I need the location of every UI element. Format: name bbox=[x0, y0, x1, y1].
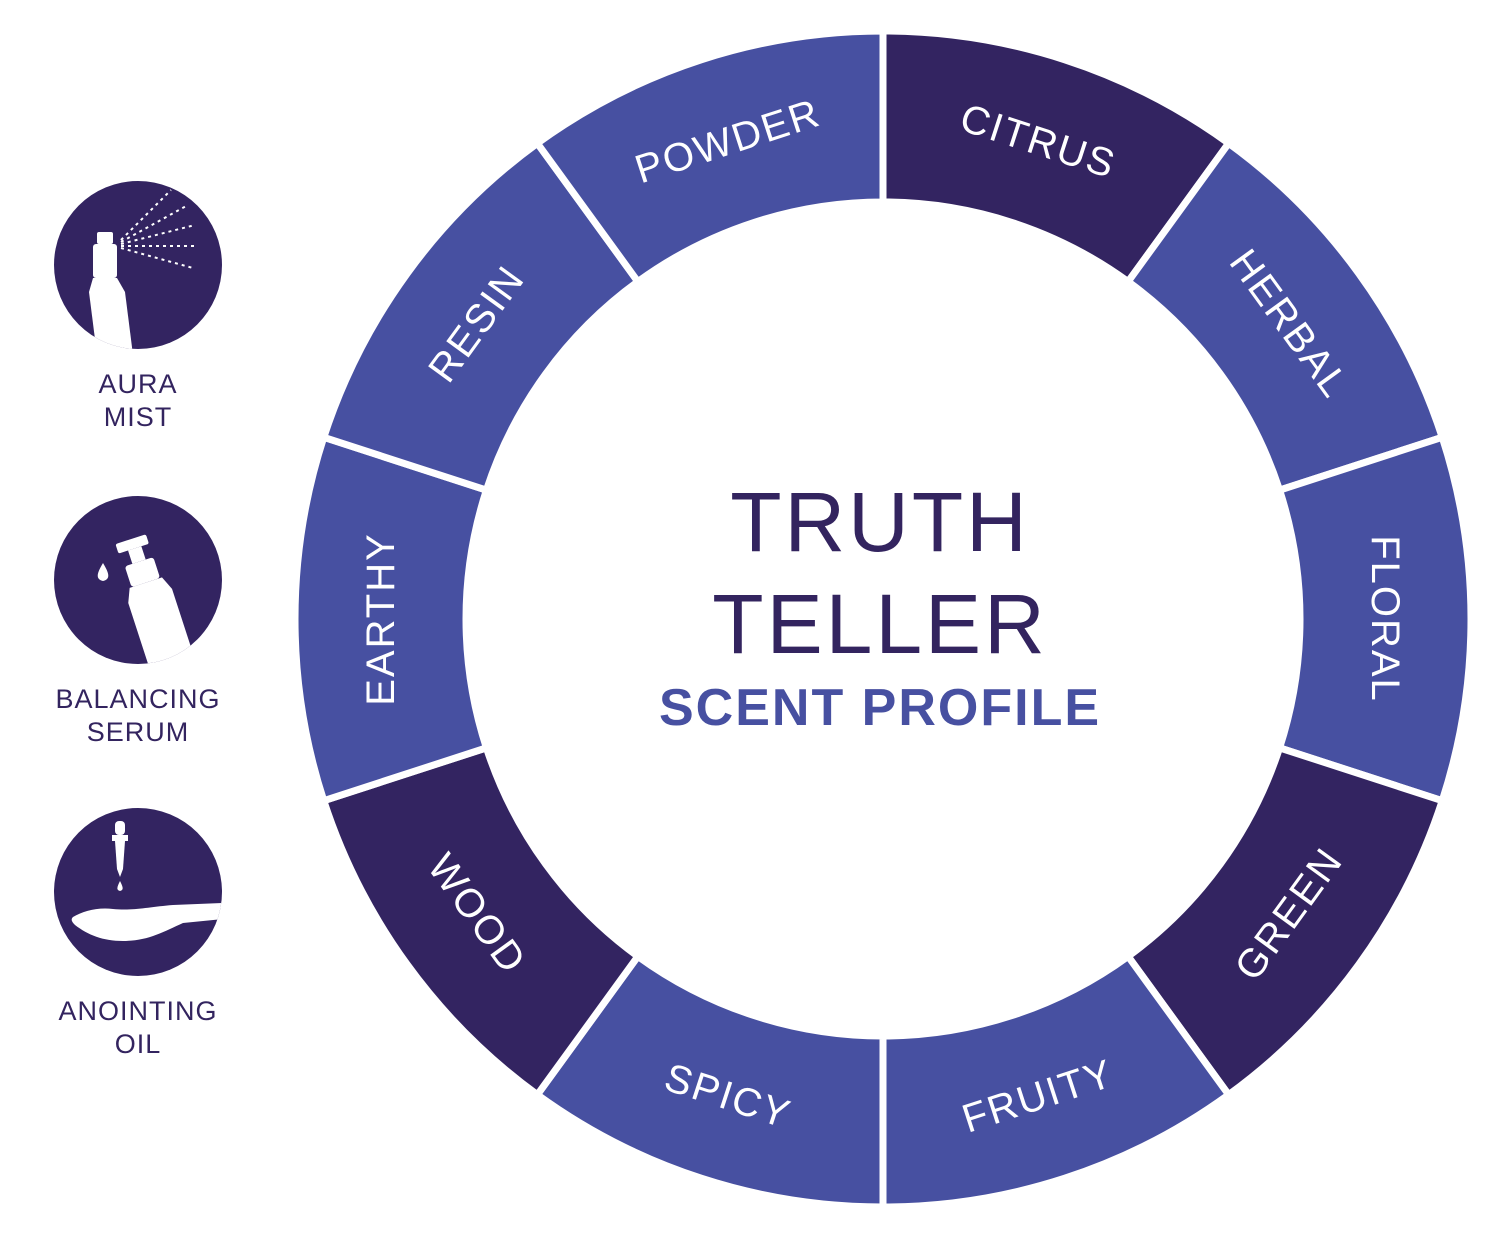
spray-bottle-icon bbox=[54, 181, 222, 349]
product-label: ANOINTING OIL bbox=[58, 996, 218, 1059]
title-line-1: TRUTH bbox=[730, 475, 1030, 569]
dropper-hand-icon bbox=[54, 808, 222, 976]
product-label: AURA MIST bbox=[98, 369, 178, 432]
scent-profile-subtitle: SCENT PROFILE bbox=[658, 679, 1102, 737]
pump-bottle-icon bbox=[54, 496, 222, 664]
title-line-2: TELLER bbox=[712, 577, 1048, 671]
wheel-label-earthy: EARTHY bbox=[359, 532, 403, 706]
wheel-label-floral: FLORAL bbox=[1363, 535, 1407, 703]
product-label: BALANCING SERUM bbox=[55, 684, 221, 747]
wheel-segment-powder bbox=[532, 27, 887, 287]
product-balancing-serum: BALANCING SERUM bbox=[18, 495, 258, 749]
product-anointing-oil: ANOINTING OIL bbox=[18, 807, 258, 1061]
product-aura-mist: AURA MIST bbox=[18, 180, 258, 434]
